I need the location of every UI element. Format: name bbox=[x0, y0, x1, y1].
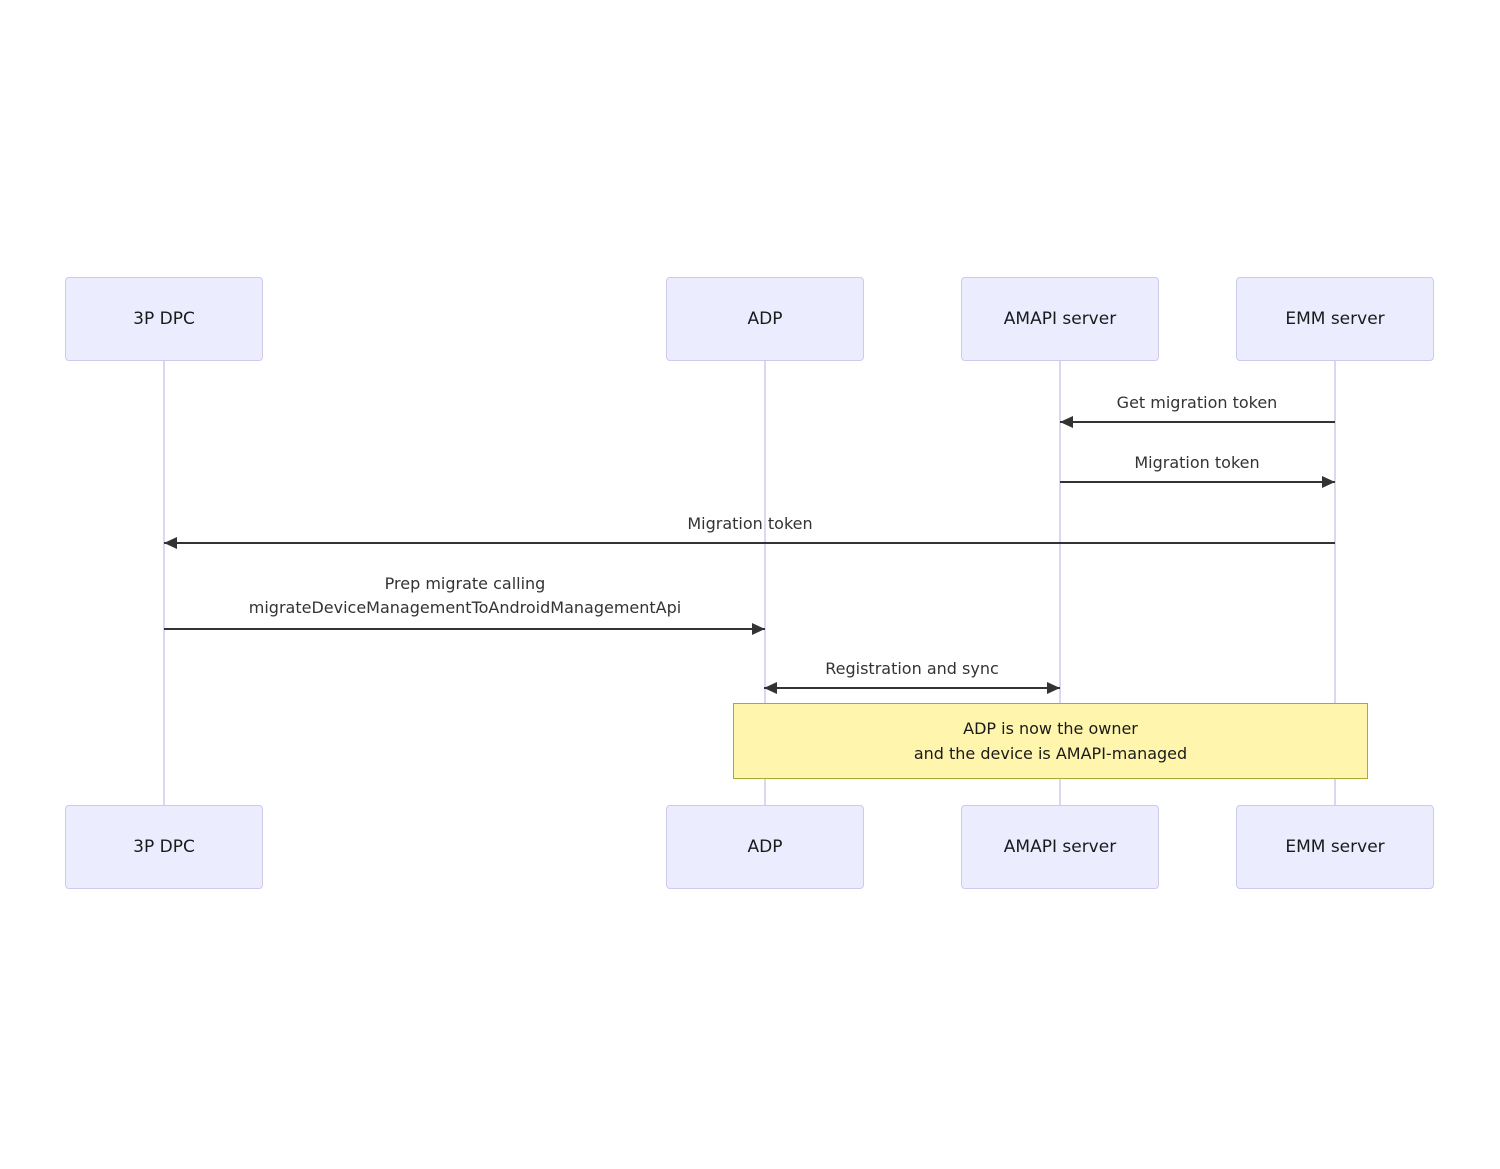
arrowhead-left-icon bbox=[164, 537, 177, 549]
lifeline-adp bbox=[764, 361, 766, 805]
message-label: Prep migrate calling migrateDeviceManage… bbox=[249, 572, 681, 620]
note-line-2: and the device is AMAPI-managed bbox=[913, 744, 1188, 763]
arrowhead-left-icon bbox=[1060, 416, 1073, 428]
arrowhead-right-icon bbox=[752, 623, 765, 635]
actor-amapi-server-bottom: AMAPI server bbox=[961, 805, 1159, 889]
actor-label: ADP bbox=[747, 837, 783, 857]
message-label-line-2: migrateDeviceManagementToAndroidManageme… bbox=[248, 598, 682, 617]
message-label-line-1: Prep migrate calling bbox=[384, 574, 546, 593]
actor-label: EMM server bbox=[1285, 837, 1385, 857]
actor-emm-server-top: EMM server bbox=[1236, 277, 1434, 361]
actor-emm-server-bottom: EMM server bbox=[1236, 805, 1434, 889]
lifeline-amapi-server bbox=[1059, 361, 1061, 805]
actor-label: 3P DPC bbox=[133, 837, 195, 857]
arrowhead-left-icon bbox=[764, 682, 777, 694]
message-line bbox=[764, 687, 1060, 689]
actor-amapi-server-top: AMAPI server bbox=[961, 277, 1159, 361]
actor-label: AMAPI server bbox=[1003, 309, 1117, 329]
note-line-1: ADP is now the owner bbox=[963, 719, 1138, 738]
actor-adp-top: ADP bbox=[666, 277, 864, 361]
message-line bbox=[1060, 421, 1335, 423]
actor-label: 3P DPC bbox=[133, 309, 195, 329]
actor-label: ADP bbox=[747, 309, 783, 329]
message-label: Migration token bbox=[687, 514, 813, 533]
arrowhead-right-icon bbox=[1322, 476, 1335, 488]
actor-adp-bottom: ADP bbox=[666, 805, 864, 889]
message-line bbox=[1060, 481, 1335, 483]
message-line bbox=[164, 628, 765, 630]
message-label: Registration and sync bbox=[825, 659, 999, 678]
arrowhead-right-icon bbox=[1047, 682, 1060, 694]
actor-3p-dpc-bottom: 3P DPC bbox=[65, 805, 263, 889]
actor-label: AMAPI server bbox=[1003, 837, 1117, 857]
actor-3p-dpc-top: 3P DPC bbox=[65, 277, 263, 361]
lifeline-emm-server bbox=[1334, 361, 1336, 805]
note-adp-owner: ADP is now the owner and the device is A… bbox=[733, 703, 1368, 779]
message-label: Migration token bbox=[1134, 453, 1260, 472]
lifeline-3p-dpc bbox=[163, 361, 165, 805]
actor-label: EMM server bbox=[1285, 309, 1385, 329]
message-label: Get migration token bbox=[1116, 393, 1278, 412]
message-line bbox=[164, 542, 1335, 544]
